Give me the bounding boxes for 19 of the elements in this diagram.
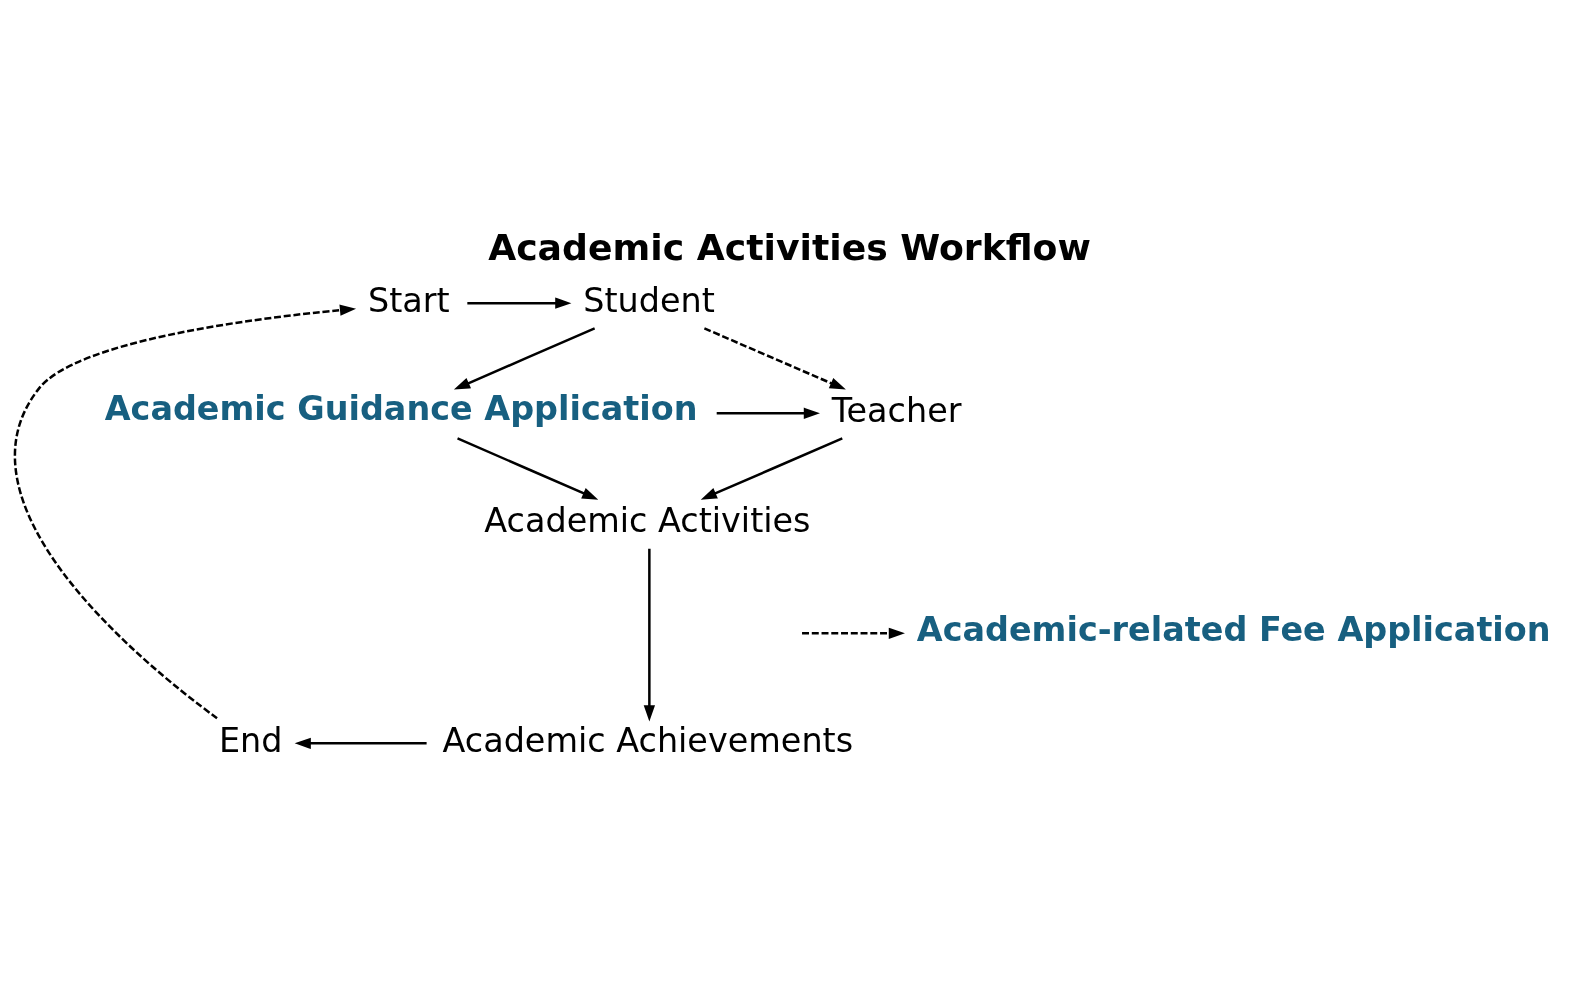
node-text: Teacher [831,390,961,430]
arrow [466,297,571,309]
node-text: End [218,720,282,760]
node-text: Academic Guidance Application [104,388,698,428]
arrow [700,436,843,500]
arrow [801,627,905,639]
arrow [456,436,598,500]
node-text: Start [367,280,450,320]
arrow [703,326,846,390]
arrow [294,737,427,749]
node-text: Academic Activities [483,500,811,540]
node-text: Academic Achievements [442,720,853,760]
arrow [716,407,820,419]
arrow [453,326,595,390]
arrow [643,548,655,722]
node-text: Student [582,280,715,320]
diagram-title: Academic Activities Workflow [487,225,1091,269]
node-text: Academic-related Fee Application [916,609,1551,649]
arrow [13,304,356,719]
